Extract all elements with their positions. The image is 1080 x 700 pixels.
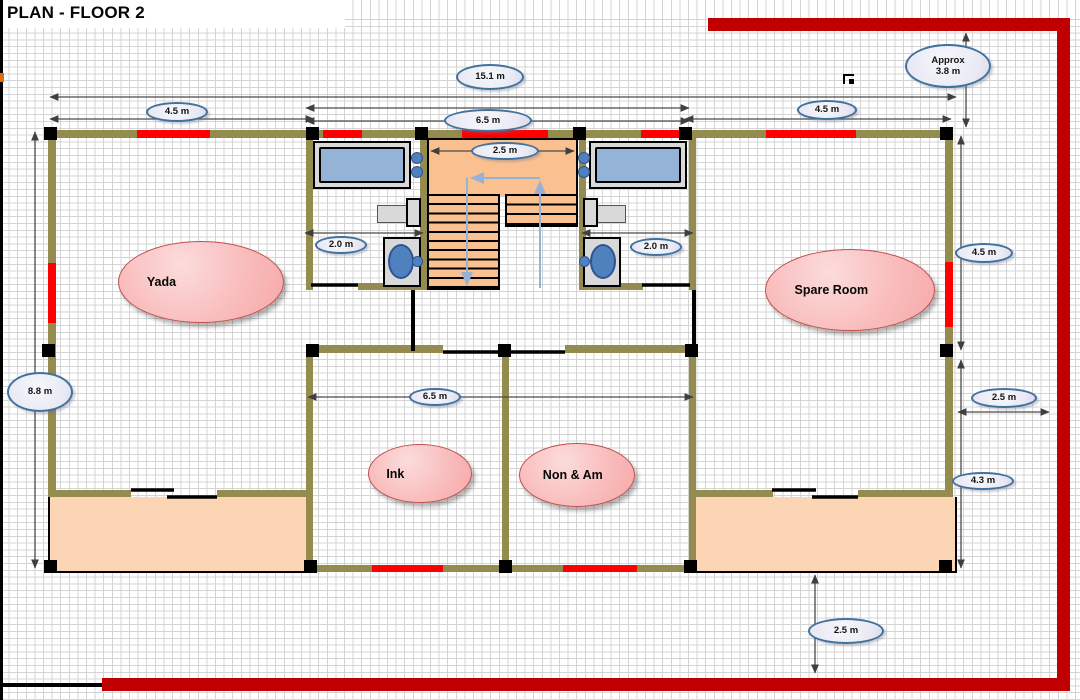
window-bottom-2 [563, 565, 637, 572]
paste-options-icon[interactable] [843, 74, 855, 85]
column [940, 127, 953, 140]
bathtub-right-basin [595, 147, 681, 183]
stair-flight-right [505, 194, 578, 227]
dim-top-inner-span[interactable]: 6.5 m [444, 109, 532, 132]
paste-icon-square [849, 79, 854, 84]
dim-right-lower-height[interactable]: 4.3 m [952, 472, 1014, 490]
dim-total-width[interactable]: 15.1 m [456, 64, 524, 90]
flush-knob [412, 256, 423, 267]
window-right [945, 262, 953, 327]
faucet-knob [411, 152, 423, 164]
wall-mid-right [565, 345, 698, 353]
sink-left-pedestal [406, 198, 421, 227]
column [44, 560, 57, 573]
dim-mid-inner-span[interactable]: 6.5 m [409, 388, 461, 406]
boundary-line-bottom-left [0, 683, 102, 687]
bathtub-right [589, 141, 687, 189]
column [306, 344, 319, 357]
window-top-4 [641, 130, 679, 138]
column [44, 127, 57, 140]
sheet-left-border [0, 0, 3, 700]
title-background [0, 0, 345, 28]
window-top-2 [323, 130, 362, 138]
window-left [48, 263, 56, 323]
wall-room-divider [502, 353, 509, 572]
window-top-5 [766, 130, 856, 138]
window-bottom-1 [372, 565, 443, 572]
wall-mid-left [306, 345, 443, 353]
paste-icon-corner [843, 74, 854, 84]
wall-bath-right-stair [579, 138, 586, 290]
room-label-ink[interactable]: Ink [368, 444, 472, 503]
wall-nonam-right [689, 353, 696, 572]
sink-right-pedestal [583, 198, 598, 227]
wall-bottom-left-a [56, 490, 131, 497]
faucet-knob [578, 152, 590, 164]
wall-bath-left-outer [306, 138, 313, 290]
toilet-left-bowl [388, 244, 414, 279]
bathtub-left [313, 141, 411, 189]
wall-bottom-left-b [217, 490, 306, 497]
boundary-wall-top [708, 18, 1070, 31]
column [304, 560, 317, 573]
faucet-knob [411, 166, 423, 178]
dim-stair-width[interactable]: 2.5 m [471, 142, 539, 160]
window-top-1 [137, 130, 210, 138]
dim-right-setback[interactable]: 2.5 m [971, 388, 1037, 408]
column [940, 344, 953, 357]
dim-bottom-setback[interactable]: 2.5 m [808, 618, 884, 644]
balcony-left [48, 497, 311, 573]
column [685, 344, 698, 357]
boundary-wall-bottom [102, 678, 1057, 691]
wall-bath-right-outer [689, 138, 696, 290]
column [415, 127, 428, 140]
column [499, 560, 512, 573]
dim-right-upper-height[interactable]: 4.5 m [955, 243, 1013, 263]
dim-top-left-span[interactable]: 4.5 m [146, 102, 208, 122]
window-top-3 [462, 130, 548, 138]
page-title: PLAN - FLOOR 2 [7, 3, 145, 22]
wall-bath-left-stair [420, 138, 427, 290]
room-label-yada[interactable]: Yada [118, 241, 284, 323]
column [42, 344, 55, 357]
column [939, 560, 952, 573]
wall-bottom-right-a [696, 490, 773, 497]
row-marker [0, 73, 4, 82]
toilet-right-bowl [590, 244, 616, 279]
stair-flight-left [427, 194, 500, 290]
column [684, 560, 697, 573]
boundary-wall-right [1057, 18, 1070, 691]
column [498, 344, 511, 357]
flush-knob [579, 256, 590, 267]
room-label-spare-room[interactable]: Spare Room [765, 249, 935, 331]
room-label-non-am[interactable]: Non & Am [519, 443, 635, 507]
dim-bath-right-width[interactable]: 2.0 m [630, 238, 682, 256]
column [679, 127, 692, 140]
wall-ink-left [306, 353, 313, 572]
dim-left-height[interactable]: 8.8 m [7, 372, 73, 412]
dim-top-right-span[interactable]: 4.5 m [797, 100, 857, 120]
faucet-knob [578, 166, 590, 178]
column [306, 127, 319, 140]
dim-bath-left-width[interactable]: 2.0 m [315, 236, 367, 254]
wall-bottom-right-b [858, 490, 948, 497]
bathtub-left-basin [319, 147, 405, 183]
column [573, 127, 586, 140]
